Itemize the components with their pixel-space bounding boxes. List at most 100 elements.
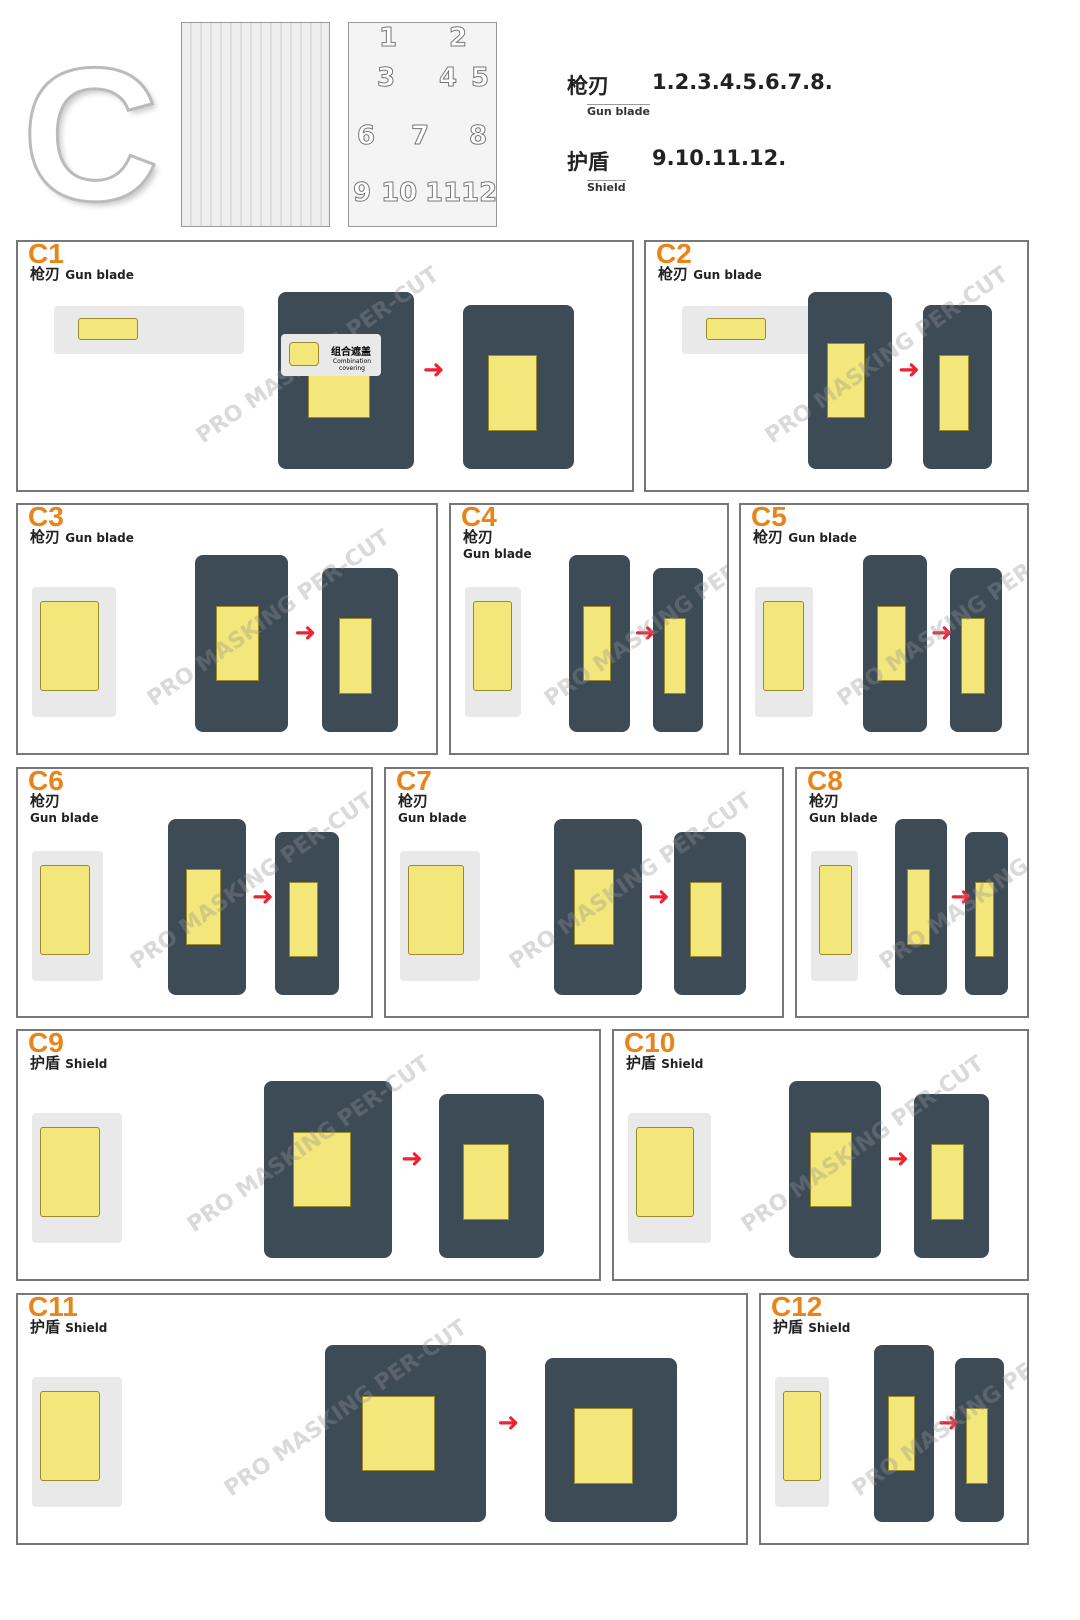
mask-piece [40, 865, 90, 955]
mask-applied [974, 881, 994, 958]
mask-applied [809, 1131, 852, 1208]
mask-applied [338, 618, 373, 694]
note-en: Combination covering [332, 358, 372, 372]
arrow-icon: ➜ [950, 881, 973, 912]
label-en: Gun blade [65, 531, 134, 545]
legend-cn: 枪刃 [567, 74, 609, 98]
step-id: C6 [28, 767, 64, 797]
legend-shield: 护盾 Shield 9.10.11.12. [567, 146, 786, 195]
label-cn: 枪刃 [809, 792, 840, 810]
mask-applied [292, 1131, 352, 1208]
legend-parts: 9.10.11.12. [652, 146, 787, 170]
step-label: 护盾 Shield [30, 1319, 107, 1336]
mask-sheet-overview-1 [181, 22, 330, 227]
arrow-icon: ➜ [422, 355, 445, 386]
label-en: Shield [661, 1057, 704, 1071]
arrow-icon: ➜ [401, 1144, 423, 1175]
mask-applied [574, 1408, 633, 1484]
mask-piece [40, 601, 100, 691]
arrow-icon: ➜ [648, 881, 670, 912]
arrow-icon: ➜ [294, 618, 317, 649]
label-en: Gun blade [788, 531, 857, 545]
legend-cn: 护盾 [567, 150, 609, 174]
step-panel-c2: C2 枪刃 Gun blade ➜ PRO MASKING PER-CUT [644, 240, 1029, 492]
mask-applied [574, 869, 614, 945]
arrow-icon: ➜ [898, 355, 920, 386]
mask-piece [40, 1127, 100, 1217]
label-cn: 护盾 [773, 1318, 804, 1336]
sheet-number: 5 [470, 63, 490, 94]
sheet-number: 8 [468, 121, 488, 152]
arrow-icon: ➜ [937, 1408, 960, 1439]
mask-applied [966, 1408, 988, 1484]
sheet-number: 3 [376, 63, 396, 94]
section-letter: C [20, 29, 160, 241]
label-en: Gun blade [809, 811, 878, 825]
step-label: 护盾 Shield [773, 1319, 850, 1336]
sheet-number: 2 [448, 23, 468, 54]
label-en: Gun blade [463, 547, 532, 561]
step-id: C3 [28, 503, 64, 533]
label-cn: 枪刃 [398, 792, 429, 810]
label-cn: 护盾 [30, 1318, 61, 1336]
sheet-number: 11 [424, 178, 462, 209]
step-id: C7 [396, 767, 432, 797]
step-id: C10 [624, 1029, 676, 1059]
step-id: C4 [461, 503, 497, 533]
legend-gun-blade: 枪刃 Gun blade 1.2.3.4.5.6.7.8. [567, 70, 833, 119]
label-en: Shield [808, 1321, 851, 1335]
step-label: 枪刃 Gun blade [30, 266, 134, 283]
step-panel-c12: C12 护盾 Shield ➜ PRO MASKING PER-CUT [759, 1293, 1029, 1545]
arrow-icon: ➜ [887, 1144, 909, 1175]
mask-applied [216, 605, 259, 682]
sheet-number: 12 [460, 178, 498, 209]
mask-piece [40, 1391, 100, 1481]
mask-piece [819, 865, 852, 955]
sheet-number: 9 [352, 178, 372, 209]
step-id: C11 [28, 1293, 78, 1323]
step-label: 护盾 Shield [30, 1055, 107, 1072]
label-cn: 枪刃 [30, 265, 61, 283]
legend-en: Shield [587, 180, 626, 194]
step-label: 枪刃 Gun blade [658, 266, 762, 283]
mask-applied [289, 881, 318, 958]
mask-applied [877, 605, 907, 682]
mask-piece [473, 601, 513, 691]
mask-applied [582, 605, 611, 682]
mask-piece [636, 1127, 695, 1217]
mask-piece [408, 865, 464, 955]
step-label: 枪刃 Gun blade [753, 529, 857, 546]
step-id: C1 [28, 240, 64, 270]
mask-piece [706, 318, 766, 340]
mask-applied [906, 869, 931, 945]
label-en: Gun blade [65, 268, 134, 282]
label-cn: 枪刃 [30, 792, 61, 810]
mask-applied [826, 342, 866, 419]
note-cn: 组合遮盖 [331, 347, 371, 358]
step-id: C9 [28, 1029, 64, 1059]
mask-applied [663, 618, 687, 694]
step-panel-c3: C3 枪刃 Gun blade ➜ PRO MASKING PER-CUT [16, 503, 438, 755]
label-en: Gun blade [398, 811, 467, 825]
arrow-icon: ➜ [634, 618, 657, 649]
step-label: 护盾 Shield [626, 1055, 703, 1072]
mask-applied [690, 881, 722, 958]
arrow-icon: ➜ [930, 618, 953, 649]
step-id: C8 [807, 767, 843, 797]
step-label: 枪刃 Gun blade [30, 529, 134, 546]
label-cn: 枪刃 [463, 528, 494, 546]
step-panel-c10: C10 护盾 Shield ➜ PRO MASKING PER-CUT [612, 1029, 1029, 1281]
mask-piece [763, 601, 804, 691]
sheet-number: 7 [410, 121, 430, 152]
mask-applied [462, 1144, 510, 1220]
mask-applied [887, 1395, 915, 1472]
legend-parts: 1.2.3.4.5.6.7.8. [652, 70, 833, 94]
mask-applied [930, 1144, 965, 1220]
